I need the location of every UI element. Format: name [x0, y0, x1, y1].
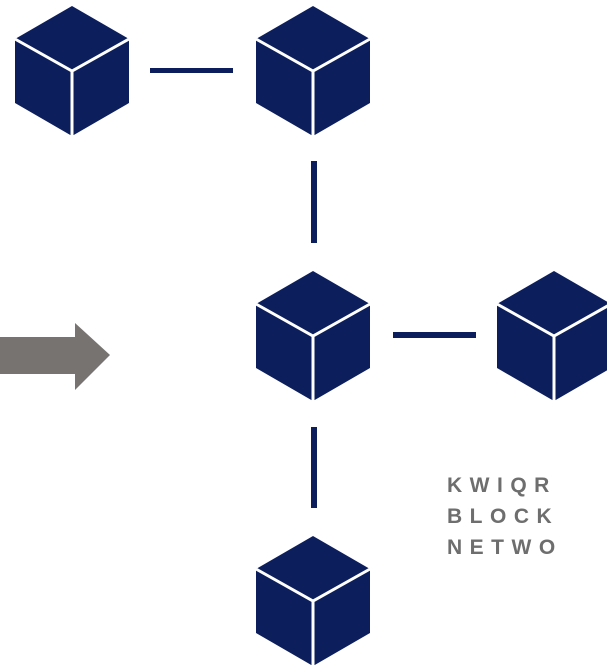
connectors: [150, 68, 476, 508]
arrow-right-icon: [0, 323, 110, 390]
network-caption: KWIQR BLOCK NETWO: [447, 470, 563, 563]
connector-top-horizontal: [150, 68, 233, 73]
connector-vertical-lower: [311, 427, 317, 508]
cube-icon: [255, 271, 371, 401]
connector-middle-horizontal: [393, 332, 476, 338]
cube-icon: [14, 6, 130, 136]
caption-line-2: BLOCK: [447, 505, 560, 528]
connector-vertical-upper: [311, 161, 317, 243]
cube-icon: [255, 6, 371, 136]
caption-line-3: NETWO: [447, 536, 563, 559]
caption-line-1: KWIQR: [447, 474, 557, 497]
cube-icon: [255, 536, 371, 666]
cube-icon: [496, 271, 607, 401]
